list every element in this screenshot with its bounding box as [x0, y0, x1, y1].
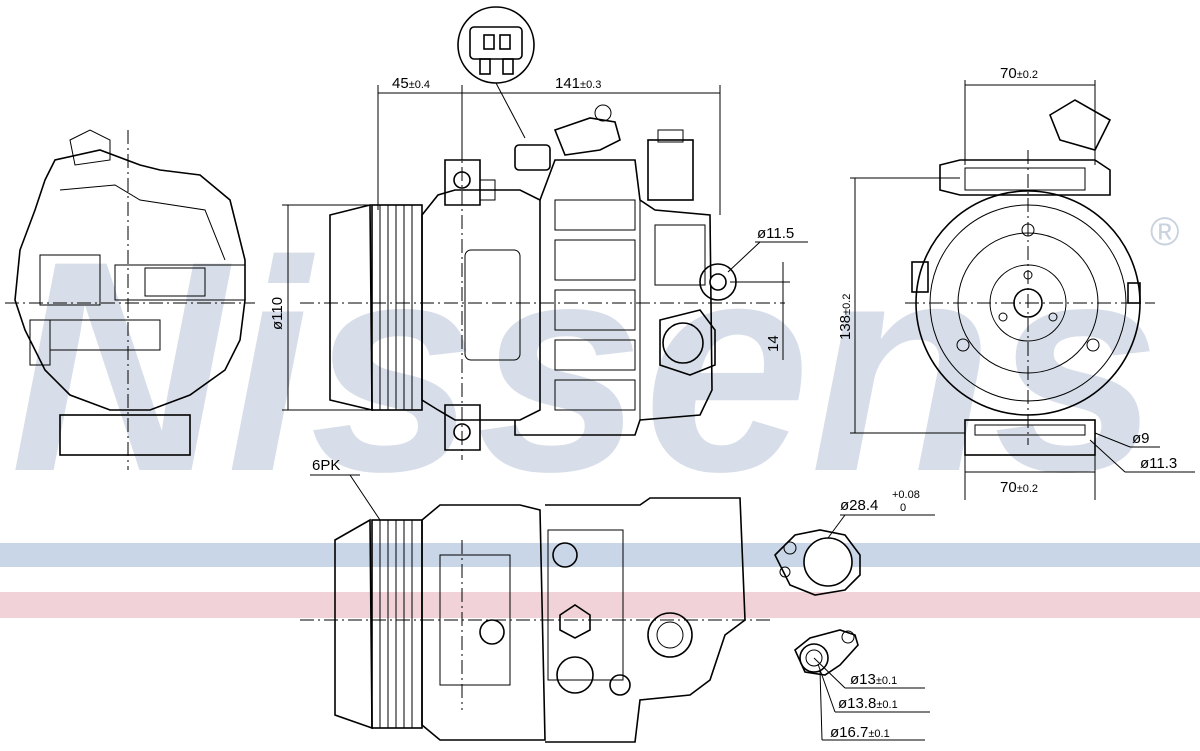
left-side-view — [5, 129, 255, 470]
bottom-view — [300, 497, 770, 743]
pulley-type-label: 6PK — [312, 457, 340, 474]
dim-110: ø110 — [269, 297, 286, 330]
dim-28-4: ø28.4 — [840, 497, 878, 514]
dim-70-bottom: 70±0.2 — [1000, 479, 1038, 496]
red-band — [0, 592, 1200, 618]
dim-16-7: ø16.7±0.1 — [830, 724, 890, 741]
blue-band — [0, 543, 1200, 567]
dim-45: 45±0.4 — [392, 75, 430, 92]
dim-13-8: ø13.8±0.1 — [838, 695, 898, 712]
dim-28-4-tol-lower: 0 — [900, 502, 906, 514]
dim-141: 141±0.3 — [555, 75, 601, 92]
dim-11-3: ø11.3 — [1140, 455, 1177, 472]
dim-70-top: 70±0.2 — [1000, 65, 1038, 82]
dimension-lines — [282, 80, 1195, 741]
dim-28-4-tol-upper: +0.08 — [892, 489, 920, 501]
registered-mark: ® — [1150, 210, 1179, 254]
watermark-logo: Nissens — [10, 198, 1160, 534]
dim-14: 14 — [765, 335, 782, 352]
rear-view — [905, 99, 1155, 456]
dim-13: ø13±0.1 — [850, 671, 897, 688]
connector-detail — [457, 6, 535, 139]
flange-detail-small — [794, 629, 859, 676]
dim-9: ø9 — [1132, 430, 1150, 447]
dim-138: 138±0.2 — [837, 294, 854, 340]
front-view — [300, 95, 785, 460]
dim-11-5: ø11.5 — [757, 225, 794, 242]
dimension-labels: 45±0.4 141±0.3 ø110 ø11.5 14 138±0.2 70±… — [269, 65, 1177, 741]
